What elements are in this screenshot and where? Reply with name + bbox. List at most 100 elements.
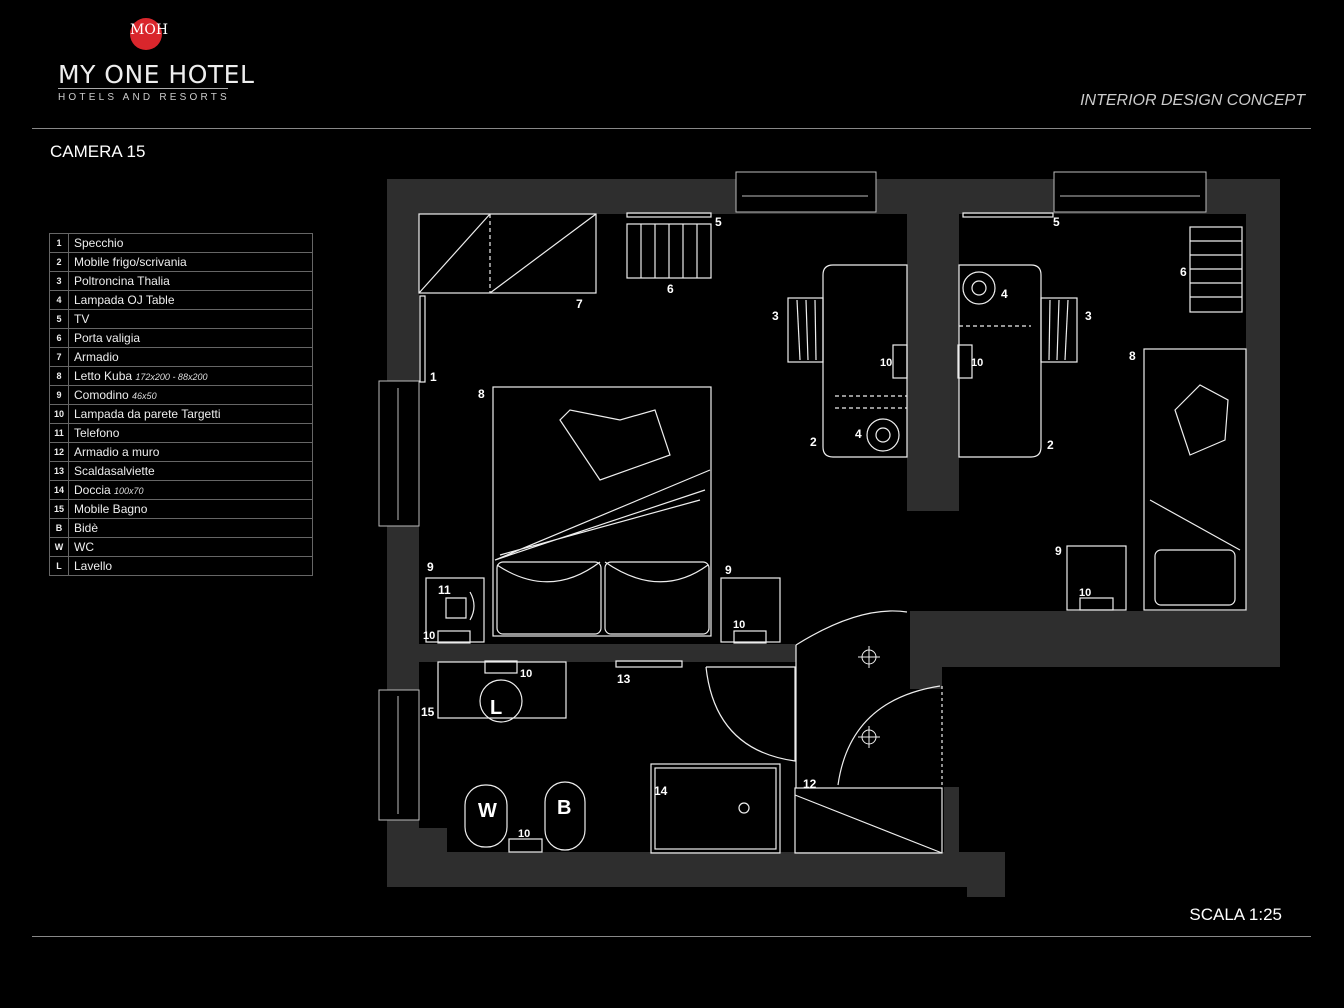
- bidet: [544, 781, 586, 851]
- hotel-logo: MOH MY ONE HOTEL HOTELS AND RESORTS: [56, 16, 254, 106]
- wardrobe: [418, 213, 597, 294]
- legend-label: Mobile frigo/scrivania: [74, 255, 187, 269]
- wall-lamp-2: [733, 630, 767, 644]
- wc: [464, 784, 508, 848]
- legend-label: Specchio: [74, 236, 124, 250]
- label-chair-right: 3: [1085, 309, 1092, 323]
- ceiling-fixtures: [858, 646, 880, 748]
- nightstand-left: [425, 577, 485, 643]
- room-title: CAMERA 15: [50, 142, 146, 161]
- label-closet: 12: [803, 777, 817, 791]
- label-sink: L: [490, 697, 502, 719]
- legend-label: WC: [74, 540, 94, 554]
- legend-label: Armadio a muro: [74, 445, 160, 459]
- label-nightstand-1: 9: [427, 560, 434, 574]
- furniture: [418, 212, 1247, 854]
- bathroom-door: [705, 666, 796, 762]
- label-lamp-7: 10: [518, 828, 530, 840]
- mirror: [419, 295, 426, 383]
- legend-label: TV: [74, 312, 90, 326]
- legend-label: Comodino: [74, 388, 129, 402]
- closet-door-swing: [837, 685, 941, 786]
- label-lamp-right: 4: [1001, 287, 1008, 301]
- entry-door-swing: [795, 610, 908, 646]
- wall-lamp-3: [892, 344, 908, 379]
- label-lamp-6: 10: [520, 668, 532, 680]
- desk-left: [822, 264, 908, 458]
- shower: [650, 763, 781, 854]
- closet: [794, 787, 943, 854]
- label-desk-right: 2: [1047, 438, 1054, 452]
- logo-divider: [58, 88, 228, 89]
- wall-lamp-6: [484, 660, 518, 674]
- label-wc: W: [478, 800, 497, 822]
- walls: [387, 179, 1280, 897]
- label-chair-left: 3: [772, 309, 779, 323]
- legend-label-cell: Lavello: [68, 556, 313, 576]
- towel-warmer: [615, 660, 683, 668]
- legend-label: Mobile Bagno: [74, 502, 148, 516]
- legend-label: Doccia: [74, 483, 111, 497]
- label-lamp-left: 4: [855, 427, 862, 441]
- label-lamp-5: 10: [1079, 587, 1091, 599]
- label-nightstand-3: 9: [1055, 544, 1062, 558]
- armchair-right: [1040, 297, 1078, 363]
- armchair-left: [787, 297, 824, 363]
- header-divider: [32, 128, 1311, 129]
- label-lamp-1: 10: [423, 630, 435, 642]
- label-tv-left: 5: [715, 215, 722, 229]
- legend-label: Porta valigia: [74, 331, 141, 345]
- wall-lamp-7: [508, 838, 543, 853]
- footer-divider: [32, 936, 1311, 937]
- legend-label: Scaldasalviette: [74, 464, 155, 478]
- table-lamp-right: [962, 271, 996, 305]
- wall-lamp-5: [1079, 597, 1114, 611]
- legend-detail: 172x200 - 88x200: [135, 372, 208, 382]
- label-bed-double: 8: [478, 387, 485, 401]
- desk-right: [958, 264, 1042, 458]
- legend-label-cell: Comodino 46x50: [68, 385, 313, 405]
- concept-label: INTERIOR DESIGN CONCEPT: [1080, 92, 1305, 109]
- label-tv-right: 5: [1053, 215, 1060, 229]
- logo-monogram: MOH: [130, 22, 169, 38]
- legend-label: Lampada da parete Targetti: [74, 407, 221, 421]
- nightstand-third: [1066, 545, 1127, 611]
- wall-lamp-4: [957, 344, 973, 379]
- double-bed: [492, 386, 712, 637]
- label-shower: 14: [654, 784, 668, 798]
- label-bed-single: 8: [1129, 349, 1136, 363]
- brand-subtitle: HOTELS AND RESORTS: [58, 92, 230, 103]
- luggage-rack-right: [1189, 226, 1243, 313]
- sink: [479, 679, 523, 723]
- label-nightstand-2: 9: [725, 563, 732, 577]
- wall-lamp-1: [437, 630, 471, 644]
- tv-left: [626, 212, 712, 218]
- nightstand-right: [720, 577, 781, 643]
- brand-name: MY ONE HOTEL: [58, 60, 255, 89]
- label-mirror: 1: [430, 370, 437, 384]
- label-desk-left: 2: [810, 435, 817, 449]
- legend-label-cell: Telefono: [68, 423, 313, 443]
- label-bidet: B: [557, 797, 571, 819]
- scale-label: SCALA 1:25: [1189, 905, 1282, 924]
- legend-label: Telefono: [74, 426, 120, 440]
- table-lamp-left: [866, 418, 900, 452]
- legend-label: Letto Kuba: [74, 369, 133, 383]
- label-luggage-left: 6: [667, 282, 674, 296]
- luggage-rack-left: [626, 223, 712, 279]
- label-phone: 11: [438, 583, 451, 597]
- single-bed: [1143, 348, 1247, 611]
- label-lamp-3: 10: [880, 357, 892, 369]
- legend-label: Bidè: [74, 521, 99, 535]
- windows: [378, 171, 1207, 821]
- label-lamp-2: 10: [733, 619, 745, 631]
- legend-label: Lavello: [74, 559, 113, 573]
- phone: [445, 591, 475, 621]
